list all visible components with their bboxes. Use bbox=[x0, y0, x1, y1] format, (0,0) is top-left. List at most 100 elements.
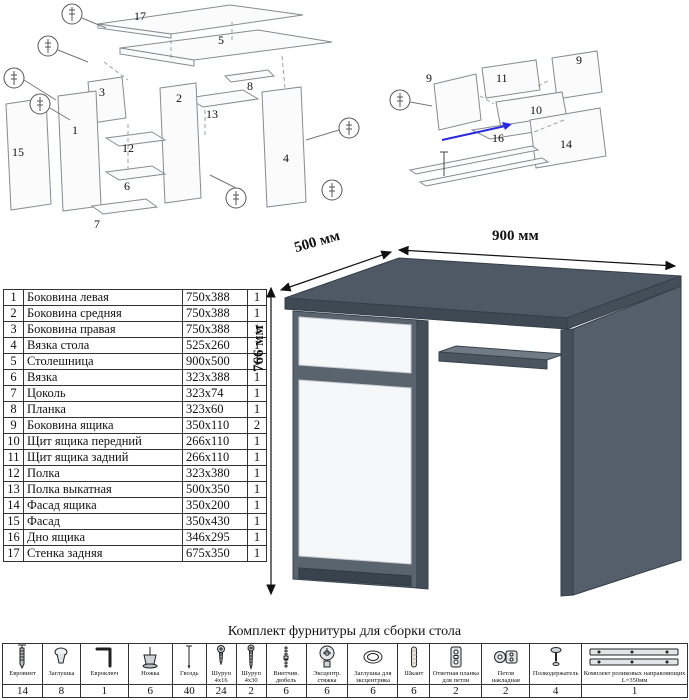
hardware-item-qty: 14 bbox=[3, 684, 42, 697]
dimension-height-label: 766 мм bbox=[251, 325, 267, 372]
part-callout: 4 bbox=[283, 151, 289, 165]
hardware-item-qty: 4 bbox=[530, 684, 582, 697]
part-name: Стенка задняя bbox=[23, 545, 183, 562]
part-number: 9 bbox=[3, 417, 24, 434]
part-size: 323x380 bbox=[182, 465, 248, 482]
part-number: 4 bbox=[3, 337, 24, 354]
part-size: 675x350 bbox=[182, 545, 248, 562]
part-callout: 12 bbox=[122, 141, 134, 155]
part-callout: 3 bbox=[99, 85, 105, 99]
part-size: 350x430 bbox=[182, 513, 248, 530]
hardware-item-shelf-pin: Полкодержатель 4 bbox=[530, 644, 583, 697]
part-callout: 5 bbox=[218, 33, 224, 47]
part-number: 13 bbox=[3, 481, 24, 498]
hardware-item-qty: 6 bbox=[266, 684, 306, 697]
part-callout: 6 bbox=[124, 179, 130, 193]
desk-door-front bbox=[298, 379, 412, 565]
part-callout: 10 bbox=[530, 103, 542, 117]
hardware-item-qty: 24 bbox=[206, 684, 236, 697]
hardware-item-confirmat: Евровинт 14 bbox=[3, 644, 43, 697]
confirmat-screw-icon bbox=[3, 644, 42, 670]
part-number: 6 bbox=[3, 369, 24, 386]
part-name: Дно ящика bbox=[23, 529, 183, 546]
hardware-item-qty: 6 bbox=[306, 684, 348, 697]
eccentric-cam-icon bbox=[307, 644, 348, 670]
dowel-screw-icon bbox=[267, 644, 306, 670]
part-name: Фасад ящика bbox=[23, 497, 183, 514]
hardware-item-label: Шуруп 4x16 bbox=[211, 670, 232, 684]
hardware-item-label: Петля накладная bbox=[491, 670, 520, 684]
hardware-item-leg: Ножка 6 bbox=[128, 644, 173, 697]
roller-guide-rail bbox=[418, 157, 550, 187]
parts-table-row: 17 Стенка задняя 675x350 1 bbox=[3, 545, 267, 562]
part-tie bbox=[104, 165, 167, 181]
part-qty: 1 bbox=[247, 513, 267, 530]
part-size: 350x200 bbox=[182, 497, 248, 514]
parts-table-row: 16 Дно ящика 346x295 1 bbox=[3, 529, 267, 546]
desk-render-drawing bbox=[266, 245, 682, 597]
hardware-item-screw-4x30: Шуруп 4x30 2 bbox=[236, 644, 267, 697]
parts-table-row: 4 Вязка стола 525x260 1 bbox=[3, 337, 267, 354]
fastener-callouts bbox=[3, 3, 360, 209]
part-drawer-back bbox=[481, 59, 541, 99]
part-number: 5 bbox=[3, 353, 24, 370]
part-rollout-shelf bbox=[186, 89, 260, 108]
part-left-panel bbox=[57, 90, 102, 212]
parts-table-row: 6 Вязка 323x388 1 bbox=[3, 369, 267, 386]
part-right-panel bbox=[261, 86, 307, 208]
hardware-item-qty: 40 bbox=[172, 684, 206, 697]
furniture-leg-icon bbox=[129, 644, 172, 670]
hardware-kit-table: Евровинт 14 Заглушка 8 Евроключ 1 Ножка … bbox=[2, 643, 688, 698]
hardware-item-label: Ножка bbox=[141, 670, 160, 677]
parts-table-row: 11 Щит ящика задний 266x110 1 bbox=[3, 449, 267, 466]
hardware-kit-title: Комплект фурнитуры для сборки стола bbox=[227, 624, 462, 639]
part-name: Полка выкатная bbox=[23, 481, 183, 498]
assembly-guide-lines bbox=[103, 22, 286, 170]
hardware-item-label: Заглушка bbox=[48, 670, 75, 677]
part-name: Полка bbox=[23, 465, 183, 482]
part-callout: 15 bbox=[12, 145, 24, 159]
hardware-item-nail: Гвоздь 40 bbox=[172, 644, 207, 697]
desk-middle-panel bbox=[416, 319, 429, 590]
part-size: 900x500 bbox=[182, 353, 248, 370]
exploded-view-desk-drawing bbox=[3, 3, 360, 215]
hardware-item-hinge: Петля накладная 2 bbox=[482, 644, 531, 697]
part-name: Щит ящика задний bbox=[23, 449, 183, 466]
part-callout: 8 bbox=[247, 79, 253, 93]
hardware-item-qty: 8 bbox=[42, 684, 80, 697]
hardware-item-label: Ответная планка для петли bbox=[432, 670, 479, 684]
part-callout: 14 bbox=[560, 137, 572, 151]
nail-icon bbox=[173, 644, 206, 670]
exploded-view-drawer-drawing bbox=[389, 50, 607, 187]
hardware-item-qty: 2 bbox=[482, 684, 530, 697]
hardware-item-label: Евроключ bbox=[90, 670, 119, 677]
roller-guides-icon bbox=[582, 644, 687, 670]
part-size: 525x260 bbox=[182, 337, 248, 354]
part-number: 8 bbox=[3, 401, 24, 418]
part-size: 323x60 bbox=[182, 401, 248, 418]
hinge-plate-icon bbox=[430, 644, 481, 670]
part-drawer-side-right bbox=[551, 50, 603, 100]
part-size: 323x388 bbox=[182, 369, 248, 386]
hardware-item-qty: 6 bbox=[128, 684, 172, 697]
overlay-hinge-icon bbox=[482, 644, 529, 670]
part-size: 500x350 bbox=[182, 481, 248, 498]
hardware-item-qty: 2 bbox=[430, 684, 482, 697]
part-size: 266x110 bbox=[182, 449, 248, 466]
hardware-item-qty: 6 bbox=[398, 684, 430, 697]
wood-dowel-icon bbox=[398, 644, 429, 670]
hardware-item-label: Гвоздь bbox=[179, 670, 199, 677]
part-callout: 16 bbox=[492, 131, 504, 145]
part-plank bbox=[223, 69, 276, 83]
part-size: 350x110 bbox=[182, 417, 248, 434]
fastener-callouts bbox=[389, 89, 448, 176]
eccentric-cap-icon bbox=[348, 644, 397, 670]
part-callout: 9 bbox=[576, 53, 582, 67]
parts-table-row: 14 Фасад ящика 350x200 1 bbox=[3, 497, 267, 514]
hardware-item-dowel-screw: Винтчив. дюбель 6 bbox=[266, 644, 307, 697]
part-callout: 13 bbox=[206, 107, 218, 121]
part-size: 323x74 bbox=[182, 385, 248, 402]
part-number: 17 bbox=[3, 545, 24, 562]
assembly-guide-lines bbox=[479, 79, 565, 133]
parts-table-row: 9 Боковина ящика 350x110 2 bbox=[3, 417, 267, 434]
